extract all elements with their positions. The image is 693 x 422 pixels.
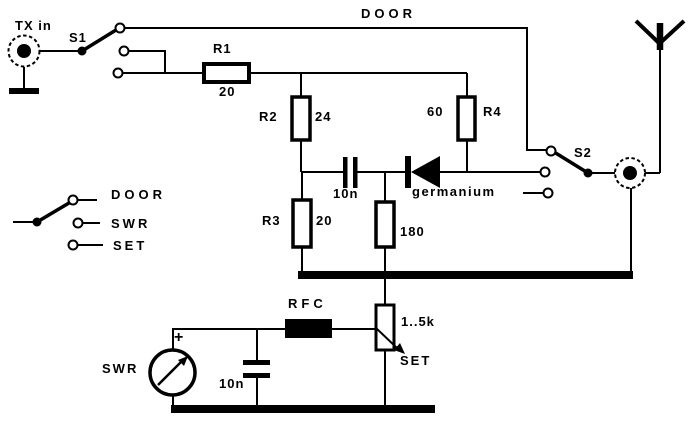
r4-value: 60 bbox=[427, 104, 444, 119]
lower-ground-bus bbox=[171, 405, 435, 413]
r3-value: 20 bbox=[316, 213, 333, 228]
pot-value-label: 1..5k bbox=[401, 314, 435, 329]
resistor-r4 bbox=[456, 95, 477, 142]
r3-name: R3 bbox=[262, 213, 281, 228]
filter-cap-label: 10n bbox=[219, 376, 245, 391]
mode-set-label: SET bbox=[113, 238, 148, 253]
s2-switch-icon bbox=[539, 145, 593, 199]
meter-label: SWR bbox=[102, 361, 139, 376]
ground-icon bbox=[9, 88, 39, 94]
door-line-label: DOOR bbox=[361, 6, 416, 21]
rfc-choke-icon bbox=[285, 319, 332, 338]
resistor-r2 bbox=[290, 95, 312, 142]
mode-door-label: DOOR bbox=[111, 187, 166, 202]
tx-in-connector-icon bbox=[7, 34, 41, 68]
pot-set-label: SET bbox=[400, 353, 432, 368]
tx-in-label: TX in bbox=[15, 18, 52, 33]
wires bbox=[13, 27, 661, 407]
r2-name: R2 bbox=[259, 109, 278, 124]
r4-name: R4 bbox=[483, 104, 502, 119]
upper-ground-bus bbox=[298, 271, 633, 279]
s1-switch-icon bbox=[77, 22, 130, 79]
s1-label: S1 bbox=[69, 30, 87, 45]
mode-swr-label: SWR bbox=[111, 216, 151, 231]
germanium-label: germanium bbox=[412, 184, 496, 199]
resistor-180 bbox=[374, 200, 396, 249]
germanium-diode-icon bbox=[405, 156, 440, 188]
coupling-capacitor-icon bbox=[343, 157, 358, 188]
potentiometer-icon bbox=[374, 303, 405, 354]
antenna-connector-icon bbox=[614, 157, 646, 189]
r2-value: 24 bbox=[315, 109, 332, 124]
coupling-cap-label: 10n bbox=[333, 186, 359, 201]
filter-capacitor-icon bbox=[243, 360, 270, 378]
meter-plus-label: + bbox=[174, 329, 184, 346]
r1-value: 20 bbox=[219, 84, 236, 99]
s2-label: S2 bbox=[574, 145, 592, 160]
rfc-label: RFC bbox=[288, 296, 327, 311]
resistor-r1 bbox=[202, 62, 251, 84]
mode-switch-icon bbox=[32, 194, 103, 251]
antenna-icon bbox=[634, 19, 686, 50]
r1-name: R1 bbox=[213, 41, 232, 56]
r180-value: 180 bbox=[400, 224, 425, 239]
swr-meter-icon bbox=[148, 348, 197, 397]
resistor-r3 bbox=[291, 198, 313, 249]
